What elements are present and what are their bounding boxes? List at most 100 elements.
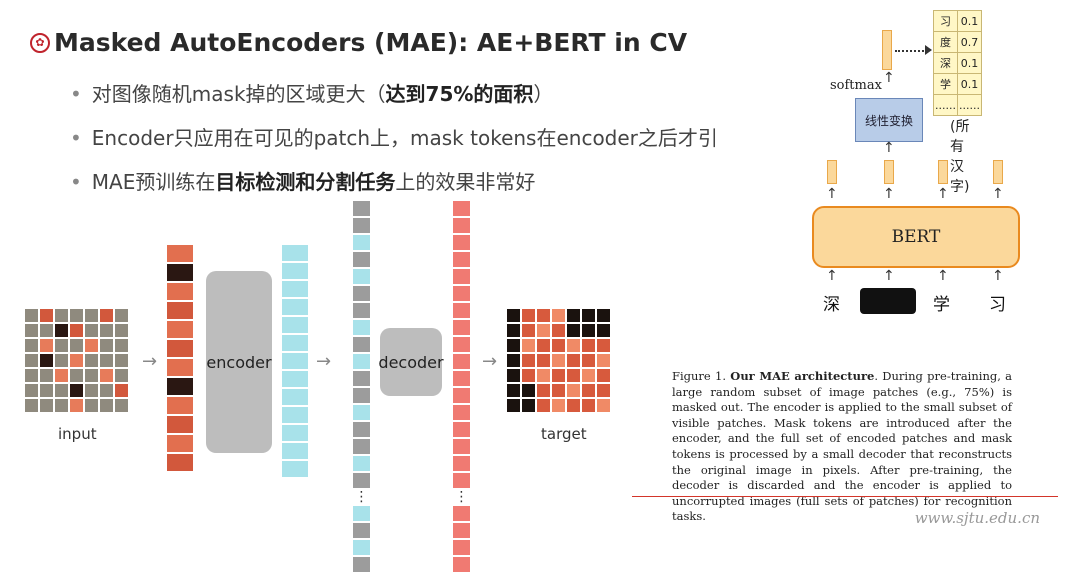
visible-patch (167, 397, 193, 414)
output-token (453, 371, 470, 386)
encoded-token (353, 506, 370, 521)
encoded-token (282, 281, 308, 297)
image-patch (85, 399, 98, 412)
image-patch (507, 309, 520, 322)
output-token (453, 506, 470, 521)
vocab-caption: (所有汉字) (950, 119, 970, 195)
visible-patch (167, 378, 193, 395)
visible-patches-column (167, 245, 193, 471)
output-token (453, 269, 470, 284)
output-token (453, 557, 470, 572)
encoded-token (282, 317, 308, 333)
encoded-token (282, 461, 308, 477)
output-token (938, 160, 948, 184)
image-patch (582, 309, 595, 322)
output-token (453, 235, 470, 250)
image-patch (85, 369, 98, 382)
image-patch (40, 339, 53, 352)
output-token (453, 439, 470, 454)
image-patch (582, 369, 595, 382)
image-patch (597, 309, 610, 322)
encoded-token (353, 320, 370, 335)
output-token (993, 160, 1003, 184)
image-patch (552, 354, 565, 367)
image-patch (507, 354, 520, 367)
image-patch (70, 339, 83, 352)
image-patch (597, 399, 610, 412)
encoded-token (282, 299, 308, 315)
image-patch (552, 399, 565, 412)
decoder-label: decoder (378, 352, 444, 372)
up-arrow-icon: ↑ (883, 140, 895, 156)
output-token (453, 201, 470, 216)
output-token (453, 354, 470, 369)
up-arrow-icon: ↑ (992, 268, 1004, 284)
image-patch (40, 369, 53, 382)
output-token (453, 320, 470, 335)
mask-token (353, 337, 370, 352)
image-patch (567, 324, 580, 337)
visible-patch (167, 435, 193, 452)
input-image-grid (25, 309, 128, 412)
image-patch (100, 339, 113, 352)
encoded-token (282, 353, 308, 369)
image-patch (552, 324, 565, 337)
image-patch (582, 384, 595, 397)
input-label: input (58, 425, 97, 443)
image-patch (25, 324, 38, 337)
up-arrow-icon: ↑ (826, 186, 838, 202)
image-patch (100, 324, 113, 337)
image-patch (85, 309, 98, 322)
bullet-dot-icon: • (70, 126, 82, 150)
bullet-item: •MAE预训练在目标检测和分割任务上的效果非常好 (70, 170, 536, 194)
output-token (453, 422, 470, 437)
mask-token (353, 303, 370, 318)
up-arrow-icon: ↑ (937, 268, 949, 284)
output-token (453, 405, 470, 420)
image-patch (115, 339, 128, 352)
image-patch (567, 339, 580, 352)
image-patch (115, 399, 128, 412)
mask-token (860, 288, 916, 314)
encoded-token (282, 425, 308, 441)
output-token (453, 388, 470, 403)
image-patch (582, 324, 595, 337)
image-patch (115, 309, 128, 322)
encoded-token (282, 443, 308, 459)
input-token: 学 (933, 295, 950, 315)
ellipsis-icon: ⋮ (454, 489, 469, 505)
arrow-icon: → (482, 351, 498, 372)
visible-patch (167, 283, 193, 300)
image-patch (537, 369, 550, 382)
image-patch (55, 339, 68, 352)
image-patch (25, 399, 38, 412)
image-patch (115, 384, 128, 397)
image-patch (55, 369, 68, 382)
encoded-token (353, 354, 370, 369)
table-row: ............ (933, 94, 982, 116)
bullet-list: •对图像随机mask掉的区域更大（达到75%的面积） •Encoder只应用在可… (70, 72, 718, 204)
image-patch (522, 384, 535, 397)
output-token (453, 456, 470, 471)
sjtu-logo-icon: ✿ (30, 32, 50, 53)
arrowhead-icon (925, 45, 932, 55)
bullet-dot-icon: • (70, 82, 82, 106)
output-token (453, 473, 470, 488)
image-patch (507, 384, 520, 397)
encoded-token (353, 456, 370, 471)
image-patch (537, 339, 550, 352)
image-patch (70, 354, 83, 367)
mask-token (353, 523, 370, 538)
mask-token (353, 286, 370, 301)
image-patch (522, 324, 535, 337)
output-token (882, 30, 892, 70)
linear-transform-box: 线性变换 (855, 98, 923, 142)
image-patch (100, 384, 113, 397)
image-patch (522, 369, 535, 382)
image-patch (537, 384, 550, 397)
image-patch (567, 399, 580, 412)
bullet-item: •对图像随机mask掉的区域更大（达到75%的面积） (70, 82, 554, 106)
